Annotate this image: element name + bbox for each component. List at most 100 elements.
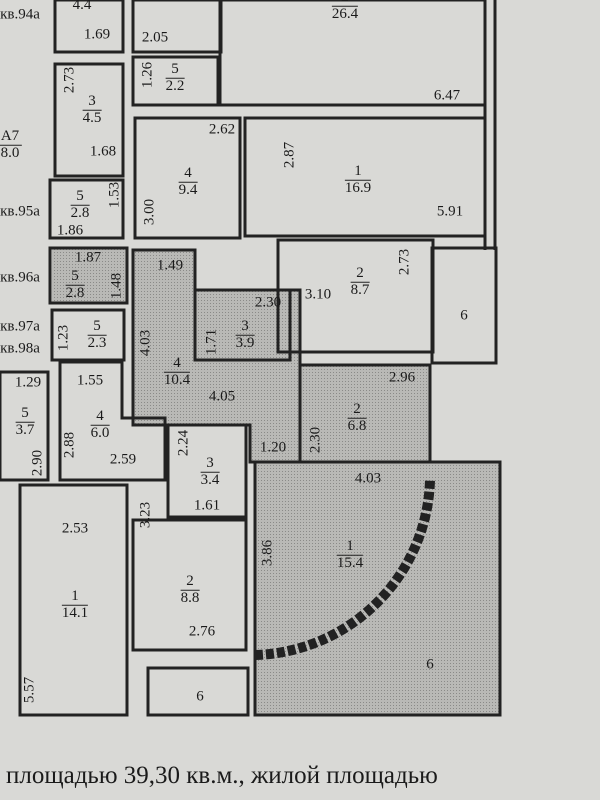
dimension: 6.47	[433, 87, 461, 104]
dimension: 1.29	[14, 374, 42, 391]
room-area: 26.4	[331, 5, 359, 22]
dimension: 2.59	[109, 451, 137, 468]
room-area: 2.8	[65, 284, 85, 301]
room-area: 8.8	[180, 589, 200, 606]
balcony-label: 6	[196, 688, 204, 705]
room-4-4: 4.4	[73, 0, 92, 14]
balcony-label: 6	[460, 307, 468, 324]
room-area: 8.7	[350, 281, 370, 298]
dimension: 3.86	[259, 539, 276, 567]
room-number: 4	[163, 355, 191, 373]
dimension: 2.30	[254, 294, 282, 311]
dimension: 2.30	[307, 426, 324, 454]
dimension: 2.24	[175, 429, 192, 457]
apartment-label: кв.95а	[0, 203, 40, 220]
dimension: 1.48	[108, 272, 125, 300]
room-number: 3	[200, 455, 220, 473]
room-area: 6.0	[90, 424, 110, 441]
dimension: 2.73	[61, 66, 78, 94]
dimension: 2.53	[61, 520, 89, 537]
dimension: 1.61	[193, 497, 221, 514]
dimension: 4.05	[208, 388, 236, 405]
dimension: 1.55	[76, 372, 104, 389]
room-number: 4	[178, 165, 198, 183]
room-area: 3.9	[235, 334, 255, 351]
dimension: 2.76	[188, 623, 216, 640]
room-area: 4.5	[82, 109, 102, 126]
apartment-label: кв.97а	[0, 318, 40, 335]
room-area: 3.7	[15, 421, 35, 438]
room-number: 2	[180, 573, 200, 591]
room-2-26-4: 226.4	[331, 0, 359, 22]
dimension: 1.26	[139, 61, 156, 89]
dimension: 1.49	[156, 257, 184, 274]
room-number: 3	[82, 93, 102, 111]
dimension: 1.71	[203, 328, 220, 356]
dimension: 3.00	[141, 198, 158, 226]
room-area: 6.8	[347, 417, 367, 434]
dimension: 1.53	[106, 181, 123, 209]
dimension: 2.73	[396, 248, 413, 276]
dimension: 1.20	[259, 439, 287, 456]
room-number: 4	[90, 408, 110, 426]
room-number: 5	[70, 188, 90, 206]
dimension: 4.03	[354, 470, 382, 487]
room-area: 9.4	[178, 181, 198, 198]
room-number: 2	[347, 401, 367, 419]
dimension: 2.87	[281, 141, 298, 169]
dimension: 1.86	[56, 222, 84, 239]
dimension: 5.57	[21, 676, 38, 704]
room-area: 2.3	[87, 334, 107, 351]
room-area: 2.8	[70, 204, 90, 221]
dimension: 2.96	[388, 369, 416, 386]
room-area: 2.2	[165, 77, 185, 94]
dimension: 1.87	[74, 249, 102, 266]
dimension: 3.10	[304, 286, 332, 303]
room-area: 4.4	[72, 0, 92, 14]
apartment-label: кв.96а	[0, 269, 40, 286]
room-area: 14.1	[61, 604, 89, 621]
room-number: 5	[15, 405, 35, 423]
room-number: 2	[331, 0, 359, 7]
dimension: 2.62	[208, 121, 236, 138]
dimension: 2.90	[29, 449, 46, 477]
room-area: 15.4	[336, 554, 364, 571]
room-number: 5	[65, 268, 85, 286]
dimension: 5.91	[436, 203, 464, 220]
room-number: 2	[350, 265, 370, 283]
room-number: 1	[336, 538, 364, 556]
apartment-label: кв.94а	[0, 6, 40, 23]
dimension: 3.23	[137, 501, 154, 529]
dimension: 4.03	[137, 329, 154, 357]
dimension: 2.88	[61, 431, 78, 459]
highlighted-apartment	[52, 248, 500, 715]
room-area: 10.4	[163, 371, 191, 388]
room-number: 3	[235, 318, 255, 336]
room-area: 8.0	[0, 144, 20, 161]
room-area: 16.9	[344, 179, 372, 196]
dimension: 1.68	[89, 143, 117, 160]
apartment-label: кв.98а	[0, 340, 40, 357]
room-number: 5	[165, 61, 185, 79]
balcony-label: 6	[426, 656, 434, 673]
room-number: 5	[87, 318, 107, 336]
